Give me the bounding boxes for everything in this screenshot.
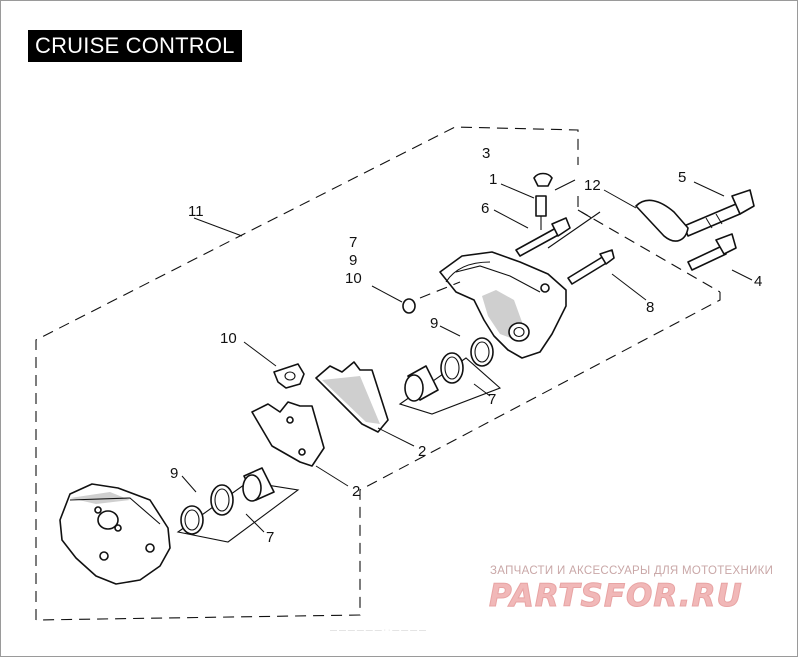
bushing-12 <box>635 199 689 242</box>
bolt-5 <box>683 189 755 237</box>
callout-11: 11 <box>188 203 204 220</box>
leader-lines <box>181 181 753 533</box>
brake-pad-2-lower <box>251 401 325 467</box>
callout-6: 6 <box>481 200 489 217</box>
callout-8: 8 <box>646 299 654 316</box>
caliper-housing-lower <box>59 483 171 585</box>
callout-numbers: 11 3 1 6 12 5 4 8 7 9 10 9 7 10 2 2 9 7 <box>170 145 762 546</box>
callout-2-lower: 2 <box>352 483 360 500</box>
watermark-subtitle: ЗАПЧАСТИ И АКСЕССУАРЫ ДЛЯ МОТОТЕХНИКИ <box>490 565 774 577</box>
caliper-housing-3 <box>439 251 567 359</box>
watermark-logo: PARTSFOR.RU <box>489 578 743 615</box>
callout-1: 1 <box>489 171 497 188</box>
callout-9-lower: 9 <box>170 465 178 482</box>
footer-code: — — — — — — · · — — — — <box>330 627 427 634</box>
pad-clip-10 <box>273 363 305 389</box>
callout-5: 5 <box>678 169 686 186</box>
bleeder-valve-1 <box>533 172 553 230</box>
callout-9-upper: 9 <box>430 315 438 332</box>
callout-9-top: 9 <box>349 252 357 269</box>
piston-seal-set-lower <box>176 467 300 543</box>
callout-3: 3 <box>482 145 490 162</box>
hardware-bracket-lines <box>547 179 601 249</box>
callout-7-top: 7 <box>349 234 357 251</box>
callout-10: 10 <box>220 330 237 347</box>
callout-2-upper: 2 <box>418 443 426 460</box>
callout-4: 4 <box>754 273 762 290</box>
callout-7-upper: 7 <box>488 391 496 408</box>
bolt-6 <box>515 217 571 257</box>
callout-12: 12 <box>584 177 601 194</box>
piston-seal-set-upper <box>398 337 502 415</box>
pin-8 <box>567 249 615 285</box>
brake-pad-2-upper <box>315 361 389 433</box>
callout-7-lower: 7 <box>266 529 274 546</box>
page-title: CRUISE CONTROL <box>28 30 242 62</box>
callout-10-top: 10 <box>345 270 362 287</box>
washer-10-top <box>402 298 416 314</box>
bolt-4 <box>687 233 737 271</box>
assembly-boundary-11 <box>35 126 721 621</box>
